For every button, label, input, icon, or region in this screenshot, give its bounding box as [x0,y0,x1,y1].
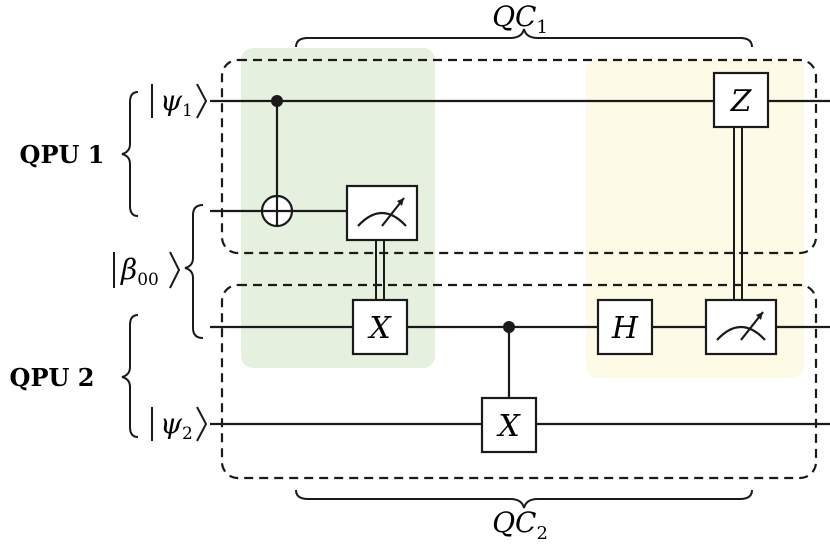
qpu2-brace [121,314,139,438]
qpu1-brace [121,91,139,217]
ket-beta00-text: β00 [120,253,159,290]
ket-psi1-text: ψ1 [160,84,193,121]
cnot-control-dot [271,95,283,107]
x-gate-top-box [351,298,409,356]
qc1-brace [295,28,753,48]
ket-psi2: ψ2 [151,406,208,444]
z-gate-label: Z [730,84,753,119]
z-gate-box [712,71,770,129]
beta-brace [184,204,204,339]
ket-beta00: β00 [113,251,181,290]
measurement-meter-top [345,184,419,242]
ket-psi2-text: ψ2 [160,407,193,444]
qpu2-label: QPU 2 [10,363,95,392]
h-gate-box [596,298,654,356]
x-gate-bottom-box [480,396,538,454]
qc2-dashed-box [220,283,818,480]
x-gate-top-label: X [367,311,392,346]
ket-psi1: ψ1 [151,83,208,121]
h-gate-label: H [611,311,639,346]
qc2-brace [295,489,753,509]
qc1-dashed-box [220,58,818,255]
green-shaded-region [241,48,435,368]
yellow-shaded-region [586,58,804,378]
x-gate-bottom-label: X [496,409,521,444]
qpu1-label: QPU 1 [20,140,105,169]
qc2-label: QC2 [492,506,548,544]
measurement-meter-bottom [704,298,778,356]
qc1-label: QC1 [492,0,548,38]
cx-control-dot [503,321,515,333]
